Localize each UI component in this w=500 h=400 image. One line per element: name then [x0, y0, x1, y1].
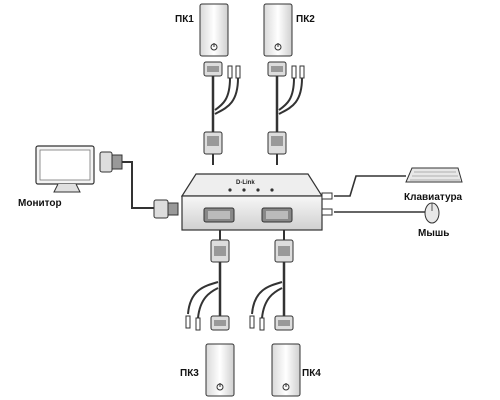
keyboard-label: Клавиатура: [404, 192, 463, 203]
mouse-label: Мышь: [418, 228, 450, 239]
led-indicator: [242, 188, 246, 192]
vga-port-left: [203, 207, 235, 223]
keyboard-cable: [321, 175, 406, 200]
led-indicator: [256, 188, 260, 192]
pc2-label: ПК2: [296, 14, 315, 25]
pc1-label: ПК1: [175, 14, 194, 25]
pc2-tower: [263, 3, 293, 57]
pc4-label: ПК4: [302, 368, 321, 379]
vga-port-right: [261, 207, 293, 223]
kvm-switch: [180, 173, 324, 231]
pc3-tower: [205, 343, 235, 397]
mouse-cable: [321, 208, 425, 216]
keyboard-device: [405, 167, 463, 183]
power-icon: [282, 383, 290, 391]
mouse-device: [424, 202, 440, 224]
power-icon: [274, 43, 282, 51]
power-icon: [210, 43, 218, 51]
monitor-cable: [99, 151, 179, 219]
pc1-cable: [203, 61, 241, 165]
monitor-label: Монитор: [18, 198, 62, 209]
kvm-brand-logo: D-Link: [236, 180, 255, 186]
monitor-device: [35, 145, 95, 193]
pc3-label: ПК3: [180, 368, 199, 379]
pc3-cable: [185, 230, 230, 331]
power-icon: [216, 383, 224, 391]
pc1-tower: [199, 3, 229, 57]
led-indicator: [228, 188, 232, 192]
pc2-cable: [267, 61, 305, 165]
pc4-tower: [271, 343, 301, 397]
pc4-cable: [249, 230, 294, 331]
led-indicator: [270, 188, 274, 192]
